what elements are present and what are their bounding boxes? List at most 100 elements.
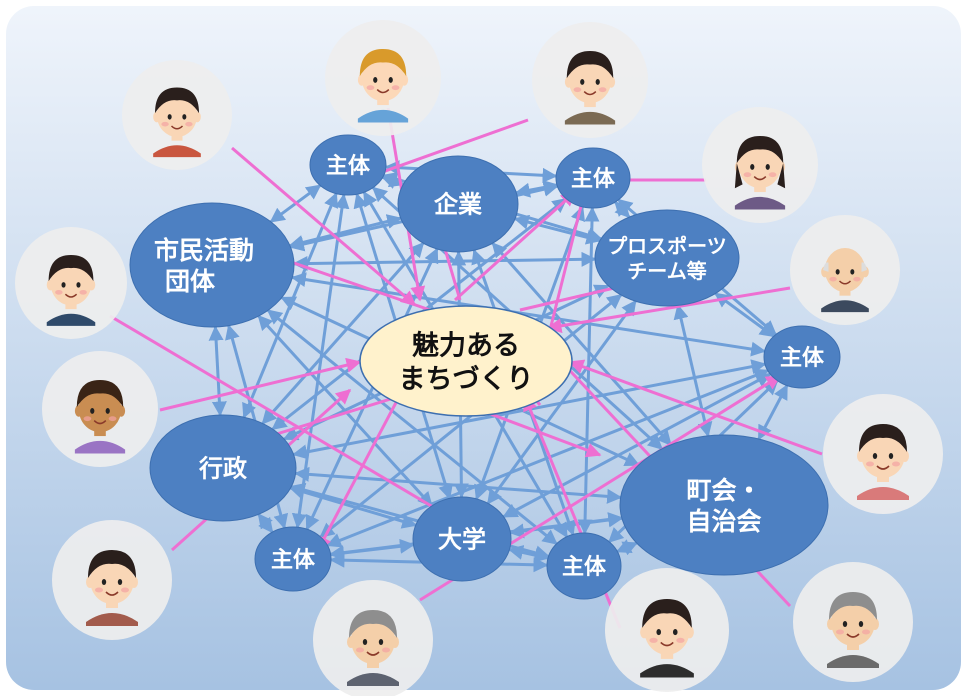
- person-left-upper-avatar: [15, 227, 127, 339]
- person-top-left-avatar: [122, 60, 232, 170]
- eye-shape: [101, 579, 107, 585]
- cheek-shape: [366, 85, 375, 91]
- eye-shape: [76, 282, 81, 288]
- ear-shape: [86, 576, 94, 588]
- pink-link-15: [479, 408, 602, 458]
- ear-shape: [153, 111, 161, 123]
- shimin-label-line1: 市民活動: [154, 236, 254, 265]
- hair-shape: [88, 550, 136, 578]
- chokai-label-line2: 自治会: [686, 507, 761, 536]
- cheek-shape: [356, 647, 364, 653]
- cheek-shape: [79, 290, 87, 295]
- hair-shape: [642, 599, 692, 628]
- ear-shape: [117, 405, 126, 417]
- hair-shape: [823, 262, 829, 272]
- shirt-shape: [86, 613, 138, 626]
- cheek-shape: [853, 276, 861, 282]
- shirt-shape: [357, 109, 409, 123]
- actor-ellipse: [546, 532, 622, 600]
- actor-ellipse: [594, 209, 740, 307]
- ear-shape: [857, 450, 865, 462]
- pink-link-7: [568, 359, 823, 456]
- ear-shape: [607, 76, 616, 88]
- shutai_top-label: 主体: [326, 154, 371, 179]
- chokai-label-line1: 町会・: [686, 476, 761, 505]
- eye-shape: [850, 269, 855, 275]
- mouth-shape: [838, 280, 852, 285]
- actor-ellipse: [309, 134, 387, 196]
- eye-shape: [61, 282, 66, 288]
- mouth-shape: [170, 125, 184, 130]
- hair-shape: [736, 136, 784, 164]
- shimin-label-line2: 団体: [165, 267, 216, 296]
- shirt-shape: [640, 664, 694, 678]
- hair-shape: [777, 163, 786, 189]
- eye-shape: [182, 114, 187, 120]
- eye-shape: [750, 164, 755, 170]
- prosports-label-line2: チーム等: [627, 259, 706, 283]
- eye-shape: [765, 164, 770, 170]
- ear-shape: [46, 279, 55, 291]
- shirt-shape: [46, 313, 96, 326]
- shutai_bl-label: 主体: [271, 548, 316, 573]
- person-right-lower-avatar: [823, 394, 943, 514]
- node-gyosei: 行政: [149, 414, 297, 522]
- eye-shape: [378, 639, 384, 645]
- person-left-mid-avatar: [42, 351, 158, 467]
- people-layer: [15, 20, 943, 696]
- mouth-shape: [105, 591, 119, 596]
- node-shutai_r: 主体: [763, 325, 841, 389]
- eye-shape: [373, 77, 378, 83]
- kigyo-label: 企業: [434, 191, 482, 219]
- hair-shape: [48, 255, 94, 282]
- cheek-shape: [382, 647, 390, 653]
- node-kigyo: 企業: [397, 155, 519, 253]
- hair-shape: [859, 424, 907, 452]
- prosports-label-line1: プロスポーツ: [607, 234, 727, 258]
- person-right-upper-avatar: [702, 107, 818, 223]
- node-shutai_bl: 主体: [254, 526, 332, 592]
- person-top-center-avatar: [325, 20, 441, 136]
- hair-shape: [76, 380, 124, 408]
- cheek-shape: [892, 461, 900, 467]
- eye-shape: [90, 408, 95, 414]
- cheek-shape: [598, 87, 607, 93]
- eye-shape: [858, 621, 864, 627]
- actor-ellipse: [149, 414, 297, 522]
- actor-ellipse: [555, 147, 631, 209]
- mouth-shape: [583, 91, 597, 96]
- eye-shape: [842, 621, 848, 627]
- actor-ellipse: [412, 496, 512, 582]
- eye-shape: [595, 79, 600, 85]
- node-shutai_tr: 主体: [555, 147, 631, 209]
- node-shutai_top: 主体: [309, 134, 387, 196]
- shirt-shape: [734, 196, 786, 210]
- hair-shape: [155, 87, 199, 114]
- eye-shape: [656, 628, 662, 636]
- eye-shape: [117, 579, 123, 585]
- actor-ellipse: [397, 155, 519, 253]
- ear-shape: [193, 111, 201, 123]
- ear-shape: [347, 636, 355, 648]
- cheek-shape: [185, 121, 193, 127]
- eye-shape: [362, 639, 368, 645]
- actor-ellipse: [129, 202, 295, 328]
- node-chokai: 町会・自治会: [619, 434, 829, 576]
- mouth-shape: [93, 420, 107, 425]
- eye-shape: [580, 79, 585, 85]
- shirt-shape: [821, 300, 869, 313]
- pink-link-6: [159, 357, 362, 412]
- person-bottom-right-avatar: [793, 562, 913, 682]
- person-bottom-left-avatar: [313, 580, 433, 696]
- shirt-shape: [564, 111, 616, 125]
- cheek-shape: [391, 85, 400, 91]
- ear-shape: [391, 636, 399, 648]
- blue-link-shimin-gyosei: [208, 325, 227, 417]
- pink-link-2: [231, 146, 417, 307]
- node-daigaku: 大学: [412, 496, 512, 582]
- mouth-shape: [846, 633, 860, 638]
- pink-link-19: [453, 190, 577, 302]
- hair-shape: [829, 592, 877, 620]
